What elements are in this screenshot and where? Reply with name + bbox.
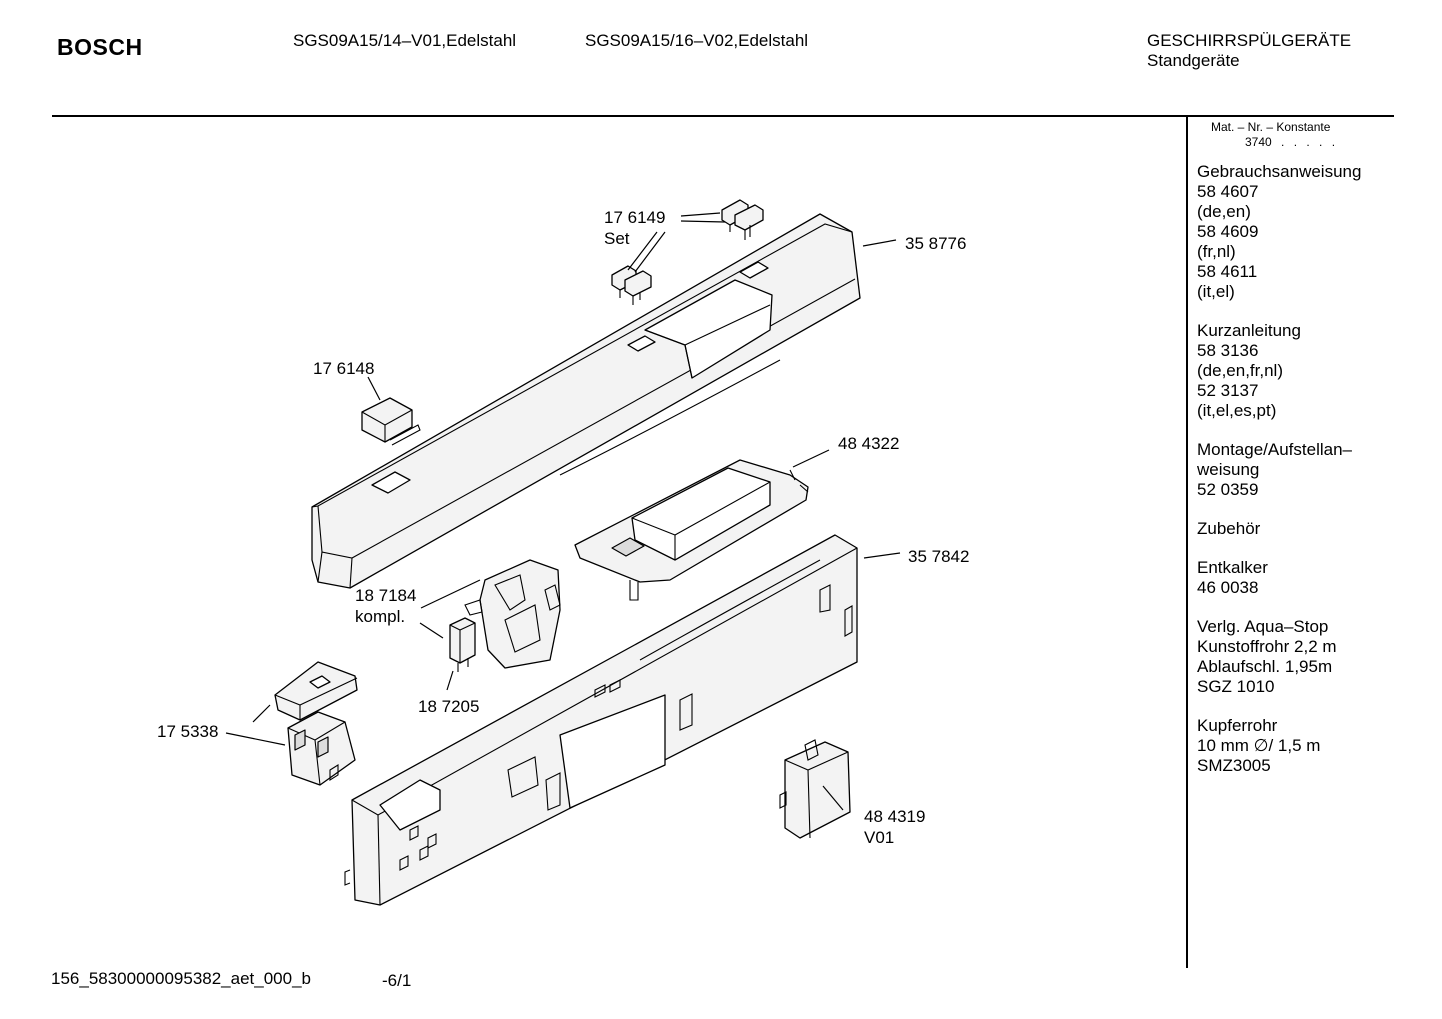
page-number: -6/1 xyxy=(382,971,412,990)
doc-group-title: Montage/Aufstellan– xyxy=(1197,440,1352,459)
material-constant: Mat. – Nr. – Konstante 3740 . . . . . xyxy=(1211,120,1338,150)
control-panel-fascia[interactable] xyxy=(311,213,861,589)
relay-component[interactable] xyxy=(449,617,476,672)
doc-group-line: (fr,nl) xyxy=(1197,242,1236,261)
label-484319-note: V01 xyxy=(864,828,894,847)
frame-housing[interactable] xyxy=(344,534,858,906)
label-175338: 17 5338 xyxy=(157,722,218,741)
button-set-lower[interactable] xyxy=(611,265,652,305)
doc-group-line: (de,en) xyxy=(1197,202,1251,221)
doc-group-title: Zubehör xyxy=(1197,519,1261,538)
brand-logo: BOSCH xyxy=(57,34,143,60)
doc-group-line: 52 3137 xyxy=(1197,381,1259,400)
model-number-1: SGS09A15/14–V01,Edelstahl xyxy=(293,31,517,50)
doc-group-title: Kupferrohr xyxy=(1197,716,1278,735)
doc-group-line: Ablaufschl. 1,95m xyxy=(1197,657,1333,676)
drawing-id: 156_58300000095382_aet_000_b xyxy=(51,969,311,988)
model-number-2: SGS09A15/16–V02,Edelstahl xyxy=(585,31,809,50)
label-358776: 35 8776 xyxy=(905,234,966,253)
label-187184: 18 7184 xyxy=(355,586,416,605)
doc-group-line: 10 mm ∅/ 1,5 m xyxy=(1197,736,1321,755)
material-dots: . . . . . xyxy=(1281,135,1339,149)
doc-group-line: 58 4607 xyxy=(1197,182,1259,201)
doc-group-line: (de,en,fr,nl) xyxy=(1197,361,1283,380)
label-357842: 35 7842 xyxy=(908,547,969,566)
material-value-row: 3740 . . . . . xyxy=(1211,135,1338,150)
header-divider xyxy=(52,115,1394,117)
label-187184-note: kompl. xyxy=(355,607,405,626)
material-value: 3740 xyxy=(1245,135,1272,149)
single-button[interactable] xyxy=(361,397,421,446)
product-category: GESCHIRRSPÜLGERÄTE Standgeräte xyxy=(1147,31,1351,71)
label-176149: 17 6149 xyxy=(604,208,665,227)
doc-group-line: weisung xyxy=(1197,460,1260,479)
doc-group-title: Gebrauchsanweisung xyxy=(1197,162,1362,181)
doc-group-line: 58 4609 xyxy=(1197,222,1259,241)
doc-group-line: Kunstoffrohr 2,2 m xyxy=(1197,637,1337,656)
module-cover[interactable] xyxy=(779,739,851,839)
doc-group-title: Verlg. Aqua–Stop xyxy=(1197,617,1329,636)
doc-group-line: (it,el,es,pt) xyxy=(1197,401,1277,420)
leader-lines xyxy=(225,212,901,811)
label-176148: 17 6148 xyxy=(313,359,374,378)
doc-group-line: (it,el) xyxy=(1197,282,1235,301)
doc-group-line: 58 4611 xyxy=(1197,262,1258,281)
label-187205: 18 7205 xyxy=(418,697,479,716)
doc-group-line: 58 3136 xyxy=(1197,341,1259,360)
sidebar-divider xyxy=(1186,116,1188,968)
doc-group-line: 46 0038 xyxy=(1197,578,1259,597)
main-switch-assembly[interactable] xyxy=(464,559,561,669)
label-484322: 48 4322 xyxy=(838,434,899,453)
terminal-block[interactable] xyxy=(274,661,358,786)
material-label: Mat. – Nr. – Konstante xyxy=(1211,120,1331,134)
doc-group-title: Kurzanleitung xyxy=(1197,321,1301,340)
display-module[interactable] xyxy=(574,459,809,601)
doc-group-line: SGZ 1010 xyxy=(1197,677,1275,696)
category-title: GESCHIRRSPÜLGERÄTE xyxy=(1147,31,1352,50)
doc-group-line: SMZ3005 xyxy=(1197,756,1271,775)
label-484319: 48 4319 xyxy=(864,807,925,826)
category-subtitle: Standgeräte xyxy=(1147,51,1240,70)
button-set-upper[interactable] xyxy=(721,199,764,240)
label-176149-note: Set xyxy=(604,229,630,248)
doc-group-line: 52 0359 xyxy=(1197,480,1259,499)
doc-group: Zubehör xyxy=(1197,519,1361,539)
doc-group-title: Entkalker xyxy=(1197,558,1268,577)
